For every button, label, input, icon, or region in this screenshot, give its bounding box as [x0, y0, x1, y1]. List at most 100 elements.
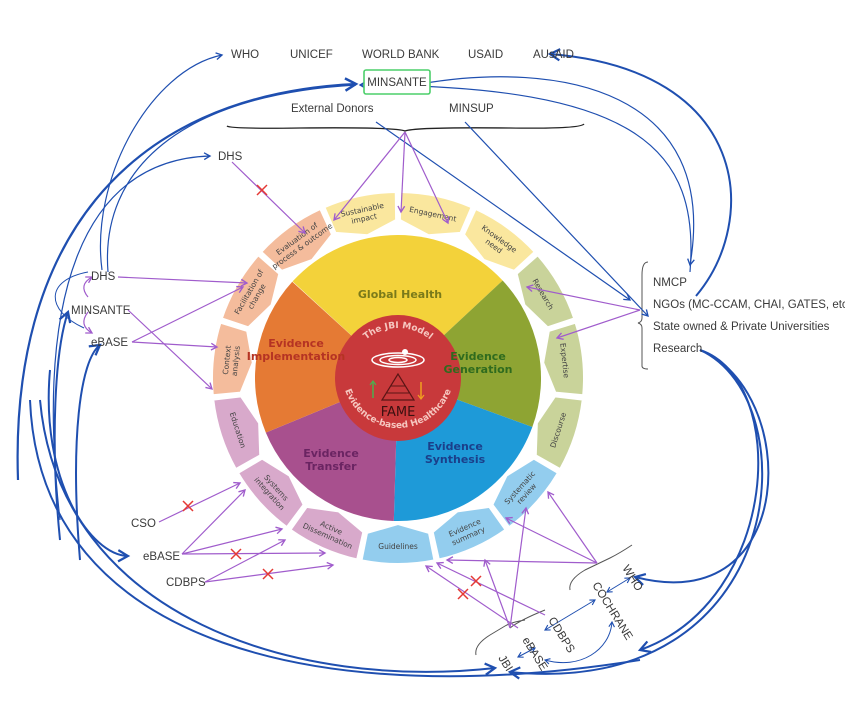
donor-usaid[interactable]: USAID	[468, 49, 503, 61]
right-item-research[interactable]: Research	[653, 343, 702, 355]
blocked-x-icon	[182, 500, 194, 512]
svg-text:Generation: Generation	[443, 363, 512, 376]
quadrant-evidence-implementation[interactable]	[255, 281, 398, 433]
blocked-x-icon	[230, 548, 242, 560]
segment-label: Guidelines	[378, 542, 418, 551]
donor-world-bank[interactable]: WORLD BANK	[362, 49, 440, 61]
donor-unicef[interactable]: UNICEF	[290, 49, 333, 61]
quadrant-global-health[interactable]	[292, 234, 503, 378]
arrow-dhs-minsante	[106, 84, 357, 273]
purple-relationship-arrows	[83, 131, 641, 629]
minsup-label[interactable]: MINSUP	[449, 103, 494, 115]
blue-relationship-arrows	[16, 48, 770, 680]
arrow-research-who	[632, 349, 770, 586]
arrow-minsante-dhs	[83, 276, 94, 298]
right-item-nmcp[interactable]: NMCP	[653, 277, 687, 289]
jbi-ebase-bracket	[475, 609, 546, 656]
arrow-cw-systematic	[547, 490, 598, 564]
arrow-left-long-loop	[29, 399, 641, 678]
svg-text:Implementation: Implementation	[247, 350, 346, 363]
segment-sustainable-impact[interactable]	[323, 191, 398, 237]
blocked-x-icon	[262, 568, 274, 580]
segment-evaluation-of-process-outcome[interactable]	[259, 207, 334, 273]
donor-ausaid[interactable]: AUsAID	[533, 49, 574, 61]
segment-systems-integration[interactable]	[236, 457, 305, 529]
arrow-ebase-cochrane	[543, 620, 615, 665]
segment-education[interactable]	[212, 395, 262, 471]
segment-label: Expertise	[558, 343, 571, 379]
right-item-ngos[interactable]: NGOs (MC-CCAM, CHAI, GATES, etc	[653, 299, 845, 311]
cochrane-label[interactable]: COCHRANE	[589, 580, 634, 642]
quadrant-evidence-synthesis: Evidence Synthesis	[425, 440, 486, 466]
blocked-link-markers	[182, 184, 482, 600]
arrow-ebase-systems	[181, 526, 284, 555]
arrow-to-minsante-top	[16, 77, 359, 481]
arrow-jbi-ebase	[517, 647, 536, 658]
ebase-low-label[interactable]: eBASE	[143, 551, 180, 563]
segment-discourse[interactable]	[534, 395, 584, 471]
jbi-model-centre: The JBI Model Evidence-based Healthcare …	[335, 315, 461, 441]
arrow-cw-guidelines	[445, 556, 598, 565]
arrow-cw-summary	[504, 516, 598, 564]
dhs-label[interactable]: DHS	[91, 271, 116, 283]
arrow-cdbps-guidelines	[435, 561, 546, 616]
arrow-dhs-evaluation	[117, 276, 249, 287]
segment-label: Contextanalysis	[221, 344, 242, 376]
right-item-universities[interactable]: State owned & Private Universities	[653, 321, 830, 333]
centre-disc	[335, 315, 461, 441]
segment-knowledge-need[interactable]	[462, 207, 537, 273]
segment-facilitation-of-change[interactable]	[220, 253, 281, 329]
right-stakeholder-bracket	[637, 261, 649, 370]
segment-expertise[interactable]	[542, 321, 585, 397]
who-cochrane-bracket	[569, 544, 633, 591]
arrow-right-expertise	[555, 309, 641, 340]
arrow-to-minsante-left	[53, 309, 72, 541]
minsante-box[interactable]	[363, 69, 431, 95]
ripple-icon	[371, 349, 425, 368]
top-donor-row: WHO UNICEF WORLD BANK USAID AUsAID	[231, 49, 574, 61]
arrow-cochrane-who	[606, 577, 631, 593]
minsante-top-label[interactable]: MINSANTE	[367, 77, 427, 89]
svg-text:Synthesis: Synthesis	[425, 453, 486, 466]
arrow-to-minsante-right	[358, 81, 692, 273]
minsante-left-label[interactable]: MINSANTE	[71, 305, 131, 317]
arrow-minsante-context	[127, 309, 213, 390]
arrow-dhs-sustainable-impact	[231, 161, 306, 234]
jbi-label[interactable]: JBI	[495, 653, 514, 673]
segment-engagement[interactable]	[398, 191, 473, 237]
ebase-left-label[interactable]: eBASE	[91, 337, 128, 349]
external-donors-bracket	[226, 123, 585, 132]
svg-text:Evidence: Evidence	[303, 447, 359, 460]
arrow-right-research	[525, 284, 641, 311]
external-donors-label[interactable]: External Donors	[291, 103, 374, 115]
arrow-ebase-dissemination	[181, 549, 327, 557]
cdbps-left-label[interactable]: CDBPS	[166, 577, 206, 589]
donor-who[interactable]: WHO	[231, 49, 259, 61]
arrow-external-donors-ngos	[375, 121, 632, 301]
arrow-jbi-summary	[483, 558, 511, 629]
arrow-ebase-guidelines	[424, 565, 519, 629]
arrow-minsante-ebase	[83, 311, 94, 334]
segment-evidence-summary[interactable]	[431, 505, 507, 561]
blocked-x-icon	[256, 184, 268, 196]
arrow-minsup-universities	[464, 121, 649, 317]
dhs-top-label[interactable]: DHS	[218, 151, 243, 163]
bottom-right-stakeholders: WHO COCHRANE CDBPS eBASE JBI	[495, 563, 644, 673]
arrow-research-cochrane	[637, 349, 760, 654]
arrow-jbi-systematic	[509, 506, 530, 629]
segment-guidelines[interactable]	[360, 522, 436, 565]
arrow-ebase-facilitation	[131, 341, 219, 351]
arrow-cdbps-systems	[204, 539, 287, 583]
arrow-to-ebase-left	[75, 343, 102, 561]
cso-label[interactable]: CSO	[131, 518, 156, 530]
arrow-dhs-to-who	[99, 52, 224, 271]
segment-systematic-review[interactable]	[491, 457, 560, 529]
blocked-x-icon	[470, 575, 482, 587]
segment-active-dissemination[interactable]	[289, 505, 365, 561]
right-stakeholder-list: NMCP NGOs (MC-CCAM, CHAI, GATES, etc Sta…	[653, 277, 845, 355]
arrow-to-ausaid	[547, 48, 732, 297]
cdbps-bottom-label[interactable]: CDBPS	[545, 615, 576, 655]
quadrant-evidence-transfer: Evidence Transfer	[303, 447, 359, 473]
svg-text:Evidence: Evidence	[427, 440, 483, 453]
